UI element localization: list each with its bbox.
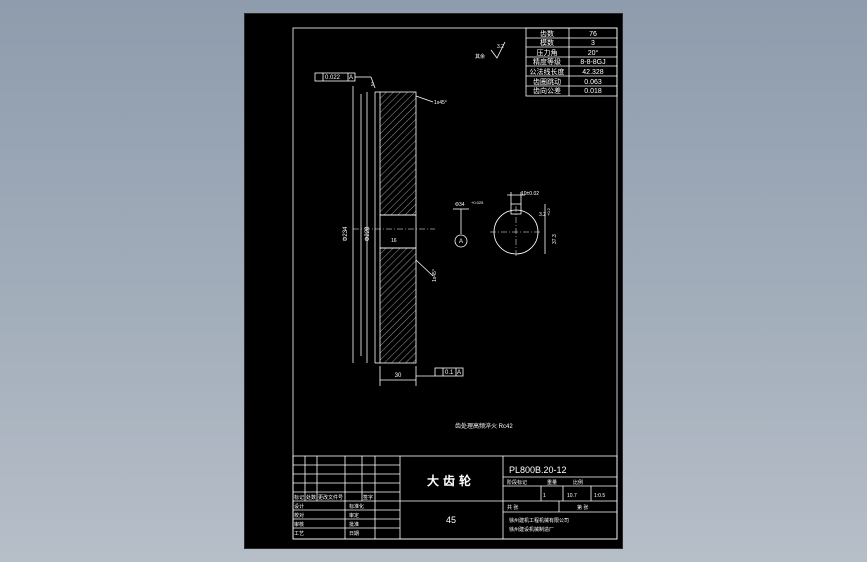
role2-label-1: 审定 xyxy=(349,512,359,519)
runout-frame-bottom xyxy=(434,367,464,377)
drawing-canvas: 齿数 76 模数 3 压力角 20° 精度等级 8-8-8GJ 公法线长度 42… xyxy=(292,27,618,540)
datum-a-label: A xyxy=(459,239,463,245)
role2-label-0: 标准化 xyxy=(349,503,364,510)
angle-label: 16 xyxy=(391,238,397,244)
roughness-note: 其余 xyxy=(475,53,485,60)
title-block: 标记 处数 更改文件号 签字 标准化 设计 校对 审定 审核 批准 工艺 日期 … xyxy=(292,455,618,540)
runout-top-datum: A xyxy=(349,75,353,81)
keyway-width-label: 10±0.02 xyxy=(521,191,539,197)
bore-detail-view: 10±0.02 37.3 +0.2 3.2 Φ34 +0.025 A xyxy=(453,191,558,258)
param-value-4: 42.328 xyxy=(582,69,604,76)
weight-value: 10.7 xyxy=(567,493,577,499)
row-label-3: 签字 xyxy=(363,494,373,501)
keyway-depth-tol: +0.2 xyxy=(546,207,551,216)
row-label-0: 标记 xyxy=(294,494,304,501)
chamfer-top-label: 1x45° xyxy=(434,100,447,106)
role-label-0: 设计 xyxy=(294,503,304,510)
material: 45 xyxy=(446,515,456,525)
sheet-total: 共 张 xyxy=(507,504,518,511)
lower-hatched-section xyxy=(379,247,417,364)
drawing-number: PL800B.20-12 xyxy=(509,465,567,475)
part-name: 大齿轮 xyxy=(427,473,475,488)
row-label-2: 更改文件号 xyxy=(318,494,343,501)
inner-frame xyxy=(292,27,618,540)
param-value-5: 0.063 xyxy=(584,79,602,86)
param-value-2: 20° xyxy=(588,49,599,57)
company-line-2: 徐州建设机械制造厂 xyxy=(509,526,554,533)
r3-label: 3.2 xyxy=(539,212,546,218)
outer-dia-label: Φ234 xyxy=(343,226,349,241)
param-label-3: 精度等级 xyxy=(533,57,561,66)
param-label-1: 模数 xyxy=(540,38,554,47)
stage-label: 阶段标记 xyxy=(507,479,527,486)
param-label-6: 齿向公差 xyxy=(533,86,561,95)
datum-a-marker xyxy=(454,234,468,248)
gear-section-view: Φ234 Φ228 16 0.022 A 2 1x45° 1x45° 30 0.… xyxy=(314,72,464,386)
sheet-page: 第 张 xyxy=(577,504,588,511)
keyway-depth-label: 37.3 xyxy=(552,234,558,244)
bore-tol-label: +0.025 xyxy=(471,200,484,205)
runout-top-value: 0.022 xyxy=(325,75,341,81)
roughness-symbol: 其余 3.2 xyxy=(475,41,506,60)
heat-treatment-note: 齿处理高频淬火 Rc42 xyxy=(455,422,513,430)
param-label-4: 公法线长度 xyxy=(530,67,565,76)
drawing-sheet: 齿数 76 模数 3 压力角 20° 精度等级 8-8-8GJ 公法线长度 42… xyxy=(244,13,623,549)
chamfer-bottom-label: 1x45° xyxy=(432,269,438,282)
width-label: 30 xyxy=(395,373,402,379)
pitch-dia-label: Φ228 xyxy=(365,226,371,241)
qty-value: 1 xyxy=(543,493,546,499)
runout-bottom-datum: A xyxy=(457,370,461,376)
param-value-6: 0.018 xyxy=(584,88,602,95)
role-label-2: 审核 xyxy=(294,521,304,528)
runout-bottom-value: 0.1 xyxy=(445,370,454,376)
scale-label: 比例 xyxy=(573,479,583,486)
param-value-3: 8-8-8GJ xyxy=(580,59,605,66)
role2-label-3: 日期 xyxy=(349,531,359,537)
upper-hatched-section xyxy=(379,91,417,216)
dim-2-label: 2 xyxy=(371,82,374,88)
role2-label-2: 批准 xyxy=(349,521,359,528)
bore-region xyxy=(379,214,417,249)
gear-parameter-table: 齿数 76 模数 3 压力角 20° 精度等级 8-8-8GJ 公法线长度 42… xyxy=(525,27,618,97)
role-label-1: 校对 xyxy=(294,512,304,519)
param-label-2: 压力角 xyxy=(537,48,558,57)
param-value-1: 3 xyxy=(591,40,595,47)
bore-dia-label: Φ34 xyxy=(455,202,465,208)
param-value-0: 76 xyxy=(589,31,597,38)
param-label-0: 齿数 xyxy=(540,29,554,38)
param-label-5: 齿圈跳动 xyxy=(533,77,561,86)
row-label-1: 处数 xyxy=(306,494,316,501)
scale-value: 1:0.5 xyxy=(594,493,605,499)
role-label-3: 工艺 xyxy=(294,531,304,537)
company-line-1: 徐州建机工程机械有限公司 xyxy=(509,517,569,524)
weight-label: 重量 xyxy=(547,479,557,486)
roughness-value: 3.2 xyxy=(497,44,504,50)
